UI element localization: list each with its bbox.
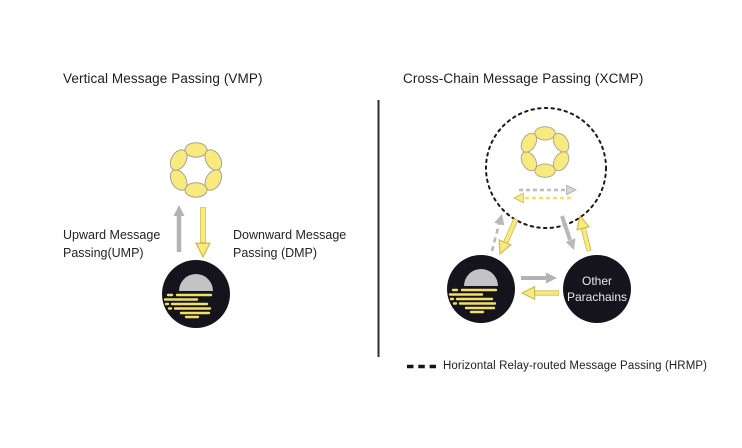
relay-internal-arrow-left-yellow-dashed bbox=[513, 192, 573, 204]
xcmp-down-arrow-gray-right bbox=[560, 215, 579, 252]
relay-chain-ring-icon-xcmp bbox=[517, 126, 573, 178]
relay-chain-ring-icon bbox=[166, 142, 226, 198]
dmp-label: Downward Message Passing (DMP) bbox=[233, 228, 347, 260]
other-parachains-label: Other Parachains bbox=[566, 274, 628, 304]
other-parachains-circle bbox=[563, 255, 631, 323]
ump-arrow-up bbox=[173, 205, 185, 252]
xcmp-down-arrow-yellow-left bbox=[493, 217, 519, 258]
parachain-node-icon-xcmp bbox=[445, 253, 517, 325]
vmp-title: Vertical Message Passing (VMP) bbox=[63, 71, 263, 86]
ump-label: Upward Message Passing(UMP) bbox=[63, 228, 161, 260]
parachain-to-other-arrow-gray bbox=[521, 272, 557, 284]
hrmp-legend-label: Horizontal Relay-routed Message Passing … bbox=[443, 360, 708, 372]
xcmp-title: Cross-Chain Message Passing (XCMP) bbox=[403, 71, 644, 86]
xcmp-up-arrow-yellow-right bbox=[573, 213, 592, 252]
parachain-node-icon bbox=[160, 258, 232, 330]
dmp-arrow-down bbox=[195, 207, 211, 258]
dashed-relay-boundary bbox=[485, 107, 607, 229]
relay-internal-arrow-right-gray-dashed bbox=[519, 184, 577, 196]
xcmp-up-arrow-gray-dashed-left bbox=[490, 212, 508, 252]
other-to-parachain-arrow-yellow bbox=[521, 286, 559, 300]
